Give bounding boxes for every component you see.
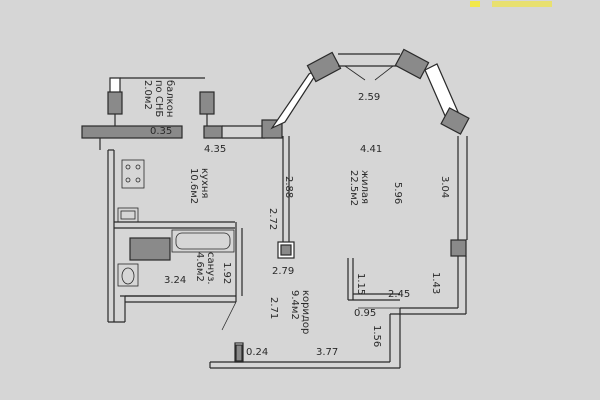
dim-column-width: 0.24 <box>246 347 268 358</box>
kitchen-label-name: кухня <box>199 168 210 198</box>
bath-label: сануз. 4.6м2 <box>194 252 216 285</box>
bath-partition <box>114 221 243 331</box>
dim-corridor-width: 2.79 <box>272 266 294 277</box>
living-partition <box>277 136 400 301</box>
balcony <box>107 77 215 127</box>
right-outer-wall <box>358 256 467 368</box>
dim-partition-length: 2.88 <box>283 176 294 198</box>
dim-living-width: 4.41 <box>360 144 382 155</box>
bath-label-name: сануз. <box>205 252 216 285</box>
dim-living-length: 5.96 <box>392 182 403 204</box>
dim-right-wall: 3.04 <box>439 176 450 198</box>
brand-logo-mark <box>470 0 560 7</box>
left-outer-wall <box>107 149 126 323</box>
kitchen-top-wall <box>81 119 283 150</box>
living-label-name: жилая <box>359 170 370 204</box>
corridor-label: коридор 9.4м2 <box>289 290 311 334</box>
bath-label-area: 4.6м2 <box>194 252 205 282</box>
dim-entry-length: 1.56 <box>371 325 382 347</box>
kitchen-label: кухня 10.6м2 <box>188 168 210 204</box>
dim-corridor-bottom: 3.77 <box>316 347 338 358</box>
dim-niche-width: 2.45 <box>388 289 410 300</box>
balcony-label-code: по СНБ <box>153 80 164 117</box>
sink-icon <box>117 207 139 223</box>
corridor-label-area: 9.4м2 <box>289 290 300 320</box>
corridor-bottom-wall <box>209 342 400 369</box>
toilet-icon <box>117 263 139 287</box>
bathtub-icon <box>171 229 235 253</box>
dim-right-lower: 1.43 <box>430 272 441 294</box>
dim-kitchen-width: 4.35 <box>204 144 226 155</box>
corridor-label-name: коридор <box>300 290 311 334</box>
living-label-area: 22.5м2 <box>348 170 359 206</box>
stove-icon <box>121 159 145 189</box>
bay-window <box>270 48 470 257</box>
balcony-label: балкон по СНБ 2.0м2 <box>142 80 175 117</box>
balcony-label-area: 2.0м2 <box>142 80 153 110</box>
kitchen-label-area: 10.6м2 <box>188 168 199 204</box>
dim-bay-width: 2.59 <box>358 92 380 103</box>
dim-niche-length: 1.15 <box>355 273 366 295</box>
dim-step-width: 0.95 <box>354 308 376 319</box>
dim-bath-width: 3.24 <box>164 275 186 286</box>
dim-kitchen-length: 2.72 <box>267 208 278 230</box>
dim-corridor-length: 2.71 <box>268 297 279 319</box>
dim-bath-length: 1.92 <box>221 262 232 284</box>
dim-balcony-depth: 0.35 <box>150 126 172 137</box>
balcony-label-name: балкон <box>164 80 175 117</box>
living-label: жилая 22.5м2 <box>348 170 370 206</box>
